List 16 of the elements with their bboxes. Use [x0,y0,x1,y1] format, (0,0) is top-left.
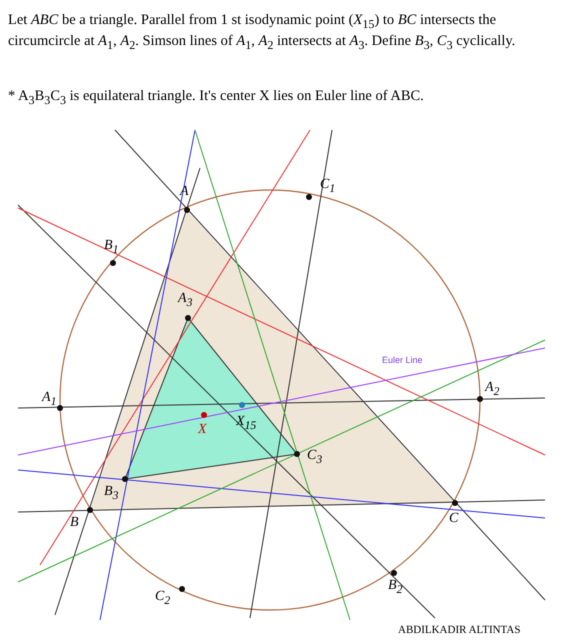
point-label: X [198,422,207,438]
point-label: B$_{3}$ [104,484,118,504]
point-label: X$_{15}$ [236,414,256,434]
point-label: A$_{1}$ [42,390,56,410]
author-name: ABDILKADIR ALTINTAS [398,623,520,638]
line-label: Euler Line [382,354,423,367]
claim-note: * A$_{3}$B$_{3}$C$_{3}$ is equilateral triangle. It's center X lies on Euler line of ABC. [8,88,425,109]
point-label: B$_{2}$ [388,578,402,598]
point-label: A$_{3}$ [178,291,192,311]
point-label: A$_{2}$ [485,380,500,400]
point-label: B$_{1}$ [104,238,118,258]
problem-statement: Let ABC be a triangle. Parallel from 1 st isodynamic point (X$_{15}$) to BC intersects the circumcircle at A$_{1}$, A$_{2}$. Simson lines of A$_{1}$, A$_{2}$ intersects at A$_{3}$. Define B$_{3}$, C$_{3}$ cyclically. [8,12,516,54]
point-label: C$_{2}$ [155,589,170,609]
point-label: B [70,515,79,531]
point-label: C$_{3}$ [307,448,322,468]
point-label: C [449,511,458,527]
